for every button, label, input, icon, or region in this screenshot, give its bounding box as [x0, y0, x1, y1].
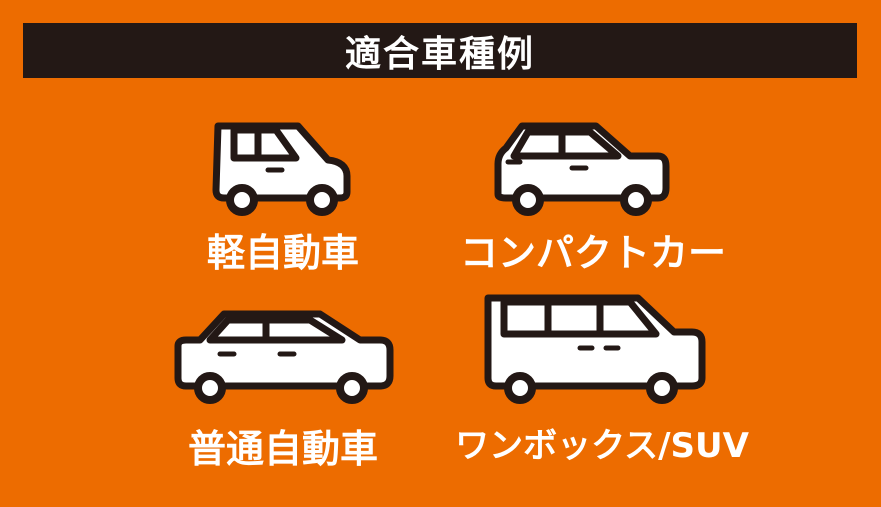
sedan-car-icon [170, 306, 396, 410]
kei-car-label: 軽自動車 [206, 231, 359, 275]
title-bar: 適合車種例 [23, 23, 857, 78]
van-suv-label: ワンボックス/SUV [455, 426, 749, 466]
regular-car-label: 普通自動車 [187, 427, 378, 471]
van-suv-icon [478, 290, 710, 410]
panel-title: 適合車種例 [344, 33, 535, 75]
compact-car-icon [490, 118, 672, 220]
compact-car-label: コンパクトカー [460, 231, 727, 275]
kei-car-icon [206, 118, 356, 220]
